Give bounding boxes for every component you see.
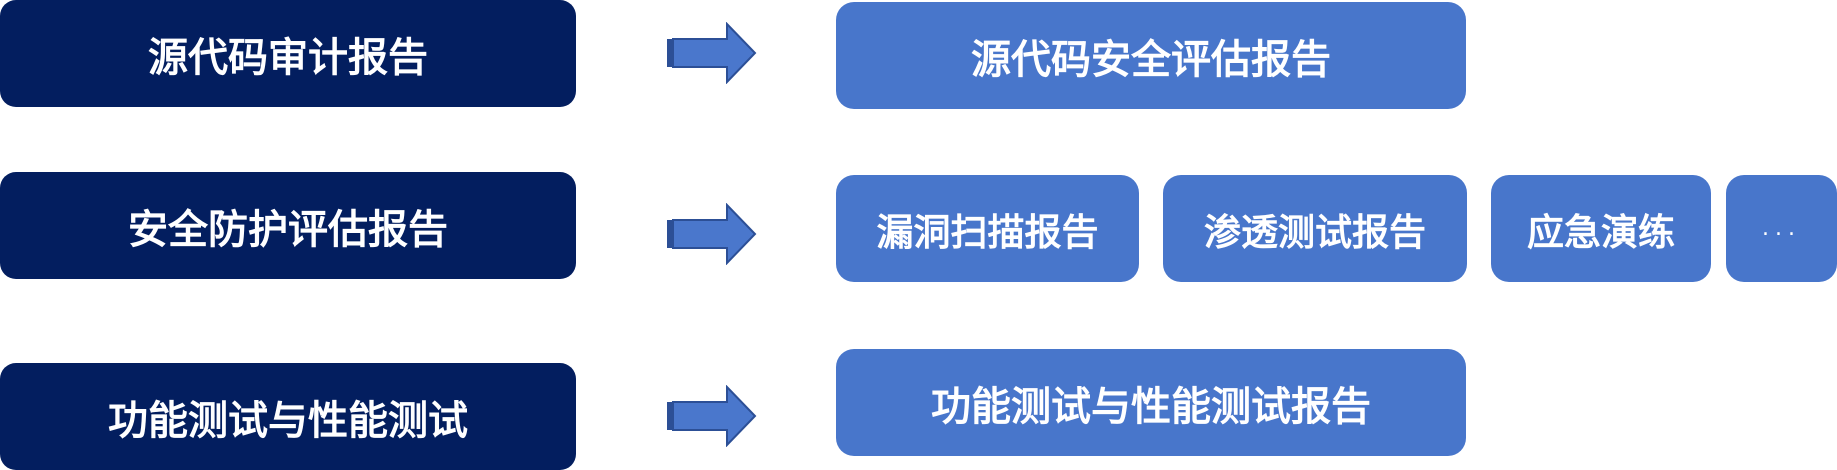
output-box-source-code-security-report: 源代码安全评估报告 xyxy=(836,2,1466,109)
source-box-source-code-audit: 源代码审计报告 xyxy=(0,0,576,107)
arrow-right-icon xyxy=(667,203,757,265)
output-box-vulnerability-scan-report: 漏洞扫描报告 xyxy=(836,175,1139,282)
source-box-security-protection-report: 安全防护评估报告 xyxy=(0,172,576,279)
arrow-right-icon xyxy=(667,385,757,447)
output-box-penetration-test-report: 渗透测试报告 xyxy=(1163,175,1467,282)
output-box-more-ellipsis: ... xyxy=(1726,175,1837,282)
arrow-right-icon xyxy=(667,22,757,84)
output-box-emergency-drill: 应急演练 xyxy=(1491,175,1711,282)
source-box-functional-performance-test: 功能测试与性能测试 xyxy=(0,363,576,470)
output-box-functional-performance-report: 功能测试与性能测试报告 xyxy=(836,349,1466,456)
